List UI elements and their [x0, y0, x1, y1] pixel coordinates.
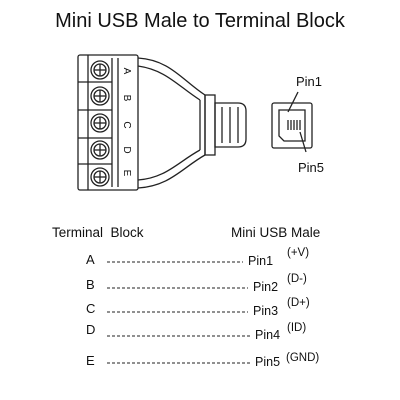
screw-e: [90, 167, 110, 187]
wiring-lines: [107, 261, 252, 364]
signal-vcc: (+V): [287, 247, 310, 259]
block-letter-c: C: [121, 121, 132, 128]
block-letter-d: D: [121, 146, 132, 153]
signal-gnd: (GND): [286, 352, 320, 364]
terminal-block-header: Terminal Block: [52, 225, 144, 240]
pin5: Pin5: [255, 355, 281, 369]
signal-dminus: (D-): [287, 273, 307, 285]
screw-a: [90, 60, 110, 80]
screw-b: [90, 86, 110, 106]
signal-dplus: (D+): [287, 297, 310, 309]
mini-usb-plug: [214, 102, 247, 148]
pin1: Pin1: [248, 254, 274, 268]
screw-d: [90, 140, 110, 160]
pin2: Pin2: [253, 280, 279, 294]
screw-c: [90, 113, 110, 133]
terminal-block: [77, 54, 139, 191]
block-letters: A B C D E: [121, 68, 132, 177]
pin1-leader: [287, 91, 299, 113]
mini-usb-header: Mini USB Male: [231, 225, 321, 240]
block-letter-e: E: [121, 170, 132, 177]
pin5-label: Pin5: [298, 160, 325, 175]
terminal-b: B: [86, 277, 95, 292]
terminal-a: A: [86, 252, 95, 267]
terminal-d: D: [86, 322, 96, 337]
terminal-c: C: [86, 301, 96, 316]
page-title: Mini USB Male to Terminal Block: [55, 10, 345, 32]
pin1-label: Pin1: [296, 74, 323, 89]
pin5-leader: [299, 131, 307, 153]
block-letter-a: A: [121, 68, 132, 75]
pin3: Pin3: [253, 304, 279, 318]
block-letter-b: B: [121, 95, 132, 102]
mini-usb-end-view: [271, 91, 313, 153]
adapter-housing: [137, 57, 216, 189]
pin4: Pin4: [255, 328, 281, 342]
terminal-e: E: [86, 353, 95, 368]
signal-id: (ID): [287, 322, 307, 334]
